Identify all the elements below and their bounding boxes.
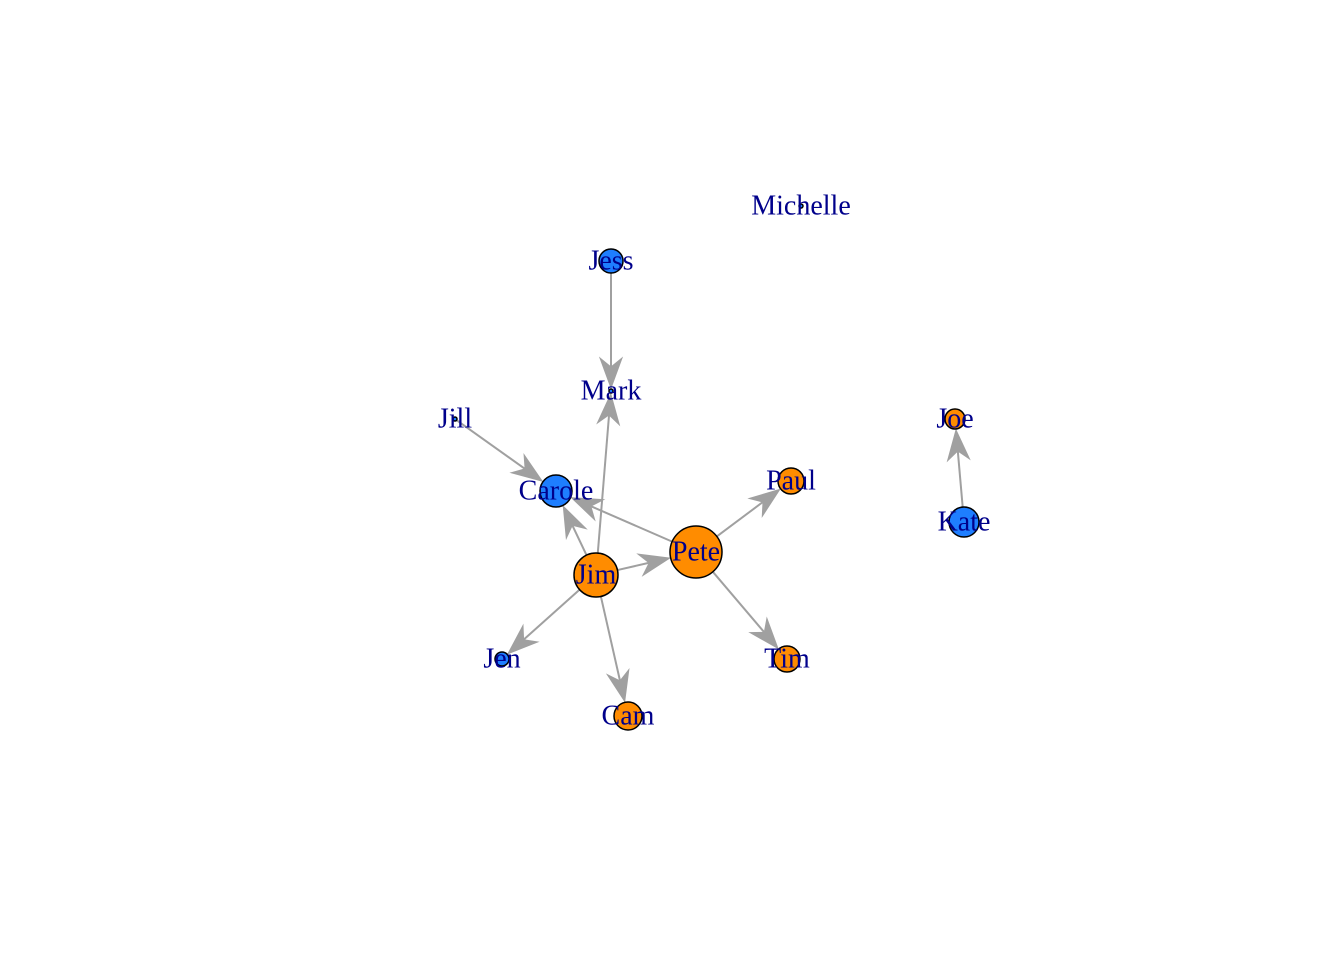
edge-line [716, 501, 764, 538]
edge-jill-to-carole [456, 419, 544, 482]
edge-jess-to-mark [598, 273, 624, 390]
edge-arrowhead [596, 392, 621, 427]
node-michelle [798, 203, 804, 209]
node-label-joe: Joe [936, 404, 973, 435]
edge-kate-to-joe [946, 428, 971, 508]
edge-arrowhead [562, 504, 588, 541]
node-jim [573, 552, 619, 598]
node-jen [494, 651, 510, 667]
edge-line [599, 596, 622, 682]
node-paul [777, 467, 805, 495]
node-label-jill: Jill [438, 404, 472, 435]
edge-line [522, 588, 581, 641]
edge-line [590, 505, 673, 543]
edge-jim-to-pete [617, 553, 672, 577]
node-label-tim: Tim [764, 644, 810, 675]
node-label-paul: Paul [766, 466, 816, 497]
edge-jim-to-carole [562, 504, 588, 556]
edge-line [596, 414, 611, 554]
edge-arrowhead [598, 356, 624, 390]
edge-jim-to-jen [506, 588, 581, 655]
node-jill [452, 416, 458, 422]
node-label-jim: Jim [576, 560, 617, 591]
nodes-layer [452, 203, 980, 731]
node-joe [944, 408, 966, 430]
edge-line [617, 561, 650, 572]
edge-arrowhead [748, 616, 779, 650]
edge-jim-to-mark [596, 392, 621, 554]
node-label-cam: Cam [602, 701, 655, 732]
node-label-jess: Jess [588, 246, 633, 277]
edge-arrowhead [946, 428, 971, 463]
edge-arrowhead [747, 488, 781, 519]
edge-line [456, 419, 526, 470]
node-kate [948, 506, 980, 538]
edge-arrowhead [509, 453, 544, 482]
node-cam [613, 701, 643, 731]
edge-line [956, 450, 964, 508]
node-label-pete: Pete [672, 537, 720, 568]
node-pete [669, 525, 723, 579]
edge-pete-to-carole [570, 497, 673, 543]
edge-jim-to-cam [599, 596, 630, 703]
node-label-jen: Jen [483, 644, 520, 675]
node-jess [598, 248, 624, 274]
edge-arrowhead [636, 553, 672, 577]
node-label-mark: Mark [581, 376, 642, 407]
node-label-carole: Carole [519, 476, 594, 507]
edge-pete-to-tim [712, 571, 779, 650]
edge-arrowhead [506, 623, 540, 655]
edge-pete-to-paul [716, 488, 781, 538]
edge-arrowhead [605, 667, 630, 703]
node-label-kate: Kate [938, 507, 991, 538]
edge-arrowhead [570, 497, 606, 522]
node-label-michelle: Michelle [751, 191, 851, 222]
node-carole [539, 474, 573, 508]
edge-line [571, 524, 588, 556]
node-mark [608, 388, 614, 394]
edge-line [712, 571, 766, 633]
node-tim [773, 645, 801, 673]
edges-layer [456, 273, 971, 703]
